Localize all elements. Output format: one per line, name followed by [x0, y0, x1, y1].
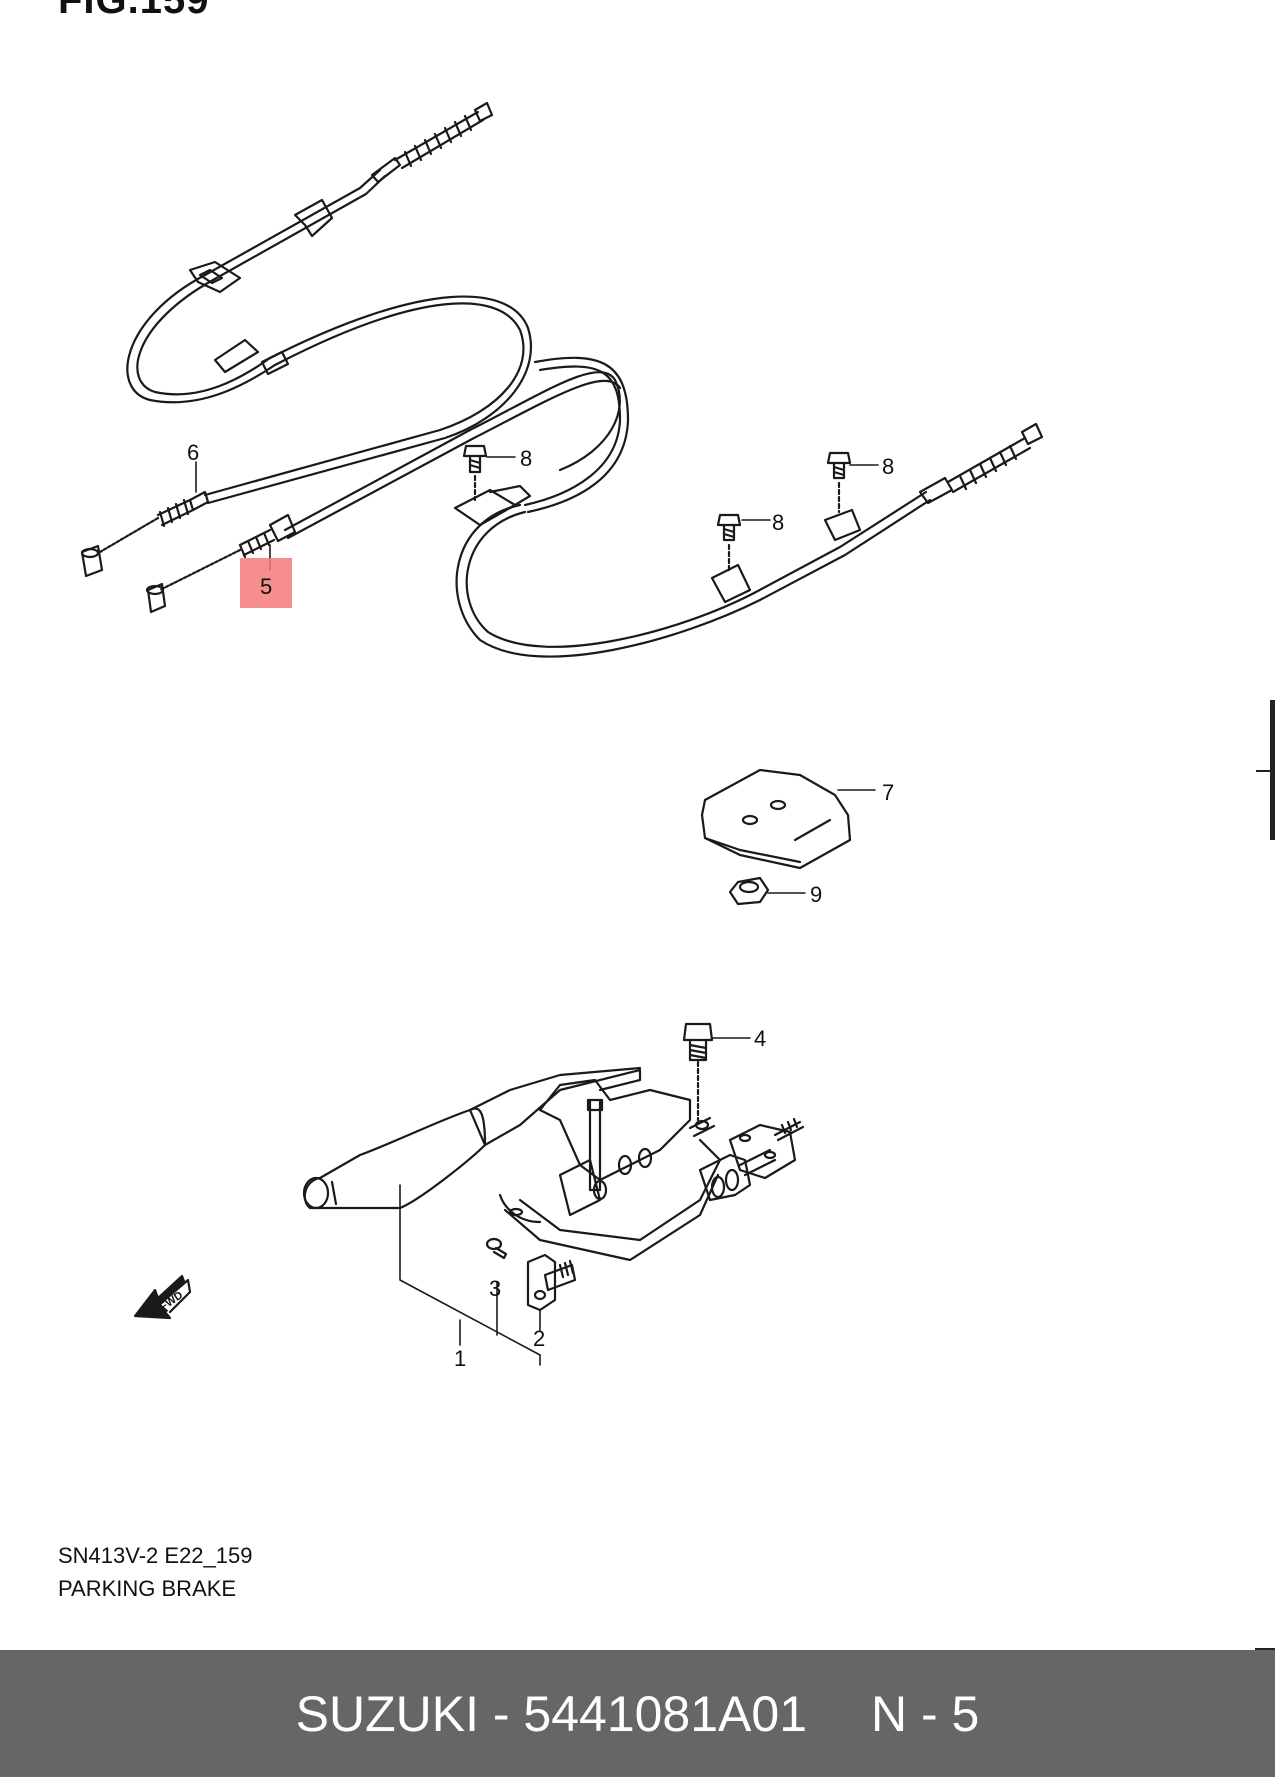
- bolt-8b-icon: [716, 513, 742, 574]
- highlight-callout-5: [240, 558, 292, 608]
- nut-9-icon: [728, 876, 770, 906]
- model-code: SN413V-2 E22_159: [58, 1543, 253, 1568]
- callout-2: 2: [533, 1326, 545, 1351]
- callout-1: 1: [454, 1346, 466, 1371]
- cover-plate-7: [700, 768, 852, 870]
- callout-7: 7: [882, 780, 894, 805]
- screw-3-icon: [485, 1237, 508, 1260]
- bolt-4-icon: [682, 1022, 714, 1122]
- footer-brand-part: SUZUKI - 5441081A01: [295, 1685, 808, 1742]
- section-name: PARKING BRAKE: [58, 1576, 237, 1601]
- callout-6: 6: [187, 440, 199, 465]
- callout-9: 9: [810, 882, 822, 907]
- cable-6: [80, 101, 533, 578]
- callout-3: 3: [489, 1276, 501, 1301]
- bolt-8a-icon: [462, 444, 488, 502]
- callout-4: 4: [754, 1026, 766, 1051]
- footer-bar: SUZUKI - 5441081A01 N - 5: [0, 1650, 1275, 1777]
- switch-2-icon: [526, 1253, 577, 1312]
- callout-8a: 8: [520, 446, 532, 471]
- figure-title: FIG.159: [58, 0, 210, 22]
- callout-8c: 8: [882, 454, 894, 479]
- lever-assembly-1: [302, 1066, 805, 1262]
- footer-quantity: N - 5: [871, 1685, 980, 1742]
- callout-8b: 8: [772, 510, 784, 535]
- fwd-arrow-icon: [133, 1274, 192, 1320]
- leader-lines: [195, 456, 879, 1366]
- callout-5: 5: [260, 574, 272, 599]
- bolt-8c-icon: [826, 451, 852, 514]
- page-edge-tick: [1256, 770, 1275, 772]
- parking-brake-diagram: 6 5 8 8 8 7 9 4 3 2 1 FWD: [80, 101, 1044, 1371]
- page-bottom-tick: [1255, 1648, 1275, 1650]
